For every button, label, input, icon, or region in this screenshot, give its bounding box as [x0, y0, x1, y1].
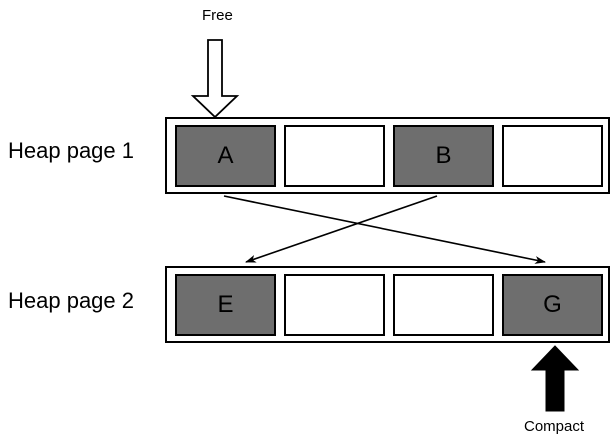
compact-arrow-label: Compact: [524, 418, 585, 435]
connector-a-to-g: [223, 195, 546, 264]
row-label-heap-page-2: Heap page 2: [8, 288, 134, 313]
compact-arrow-icon: [530, 345, 580, 412]
heap-page-2-slot-3[interactable]: [393, 274, 494, 336]
heap-page-1-slot-2[interactable]: [284, 125, 385, 187]
heap-page-1-slot-3[interactable]: B: [393, 125, 494, 187]
heap-page-1-container: A B: [165, 117, 610, 194]
heap-page-2-slot-2[interactable]: [284, 274, 385, 336]
heap-page-2-container: E G: [165, 266, 610, 343]
heap-page-2-slot-4[interactable]: G: [502, 274, 603, 336]
heap-page-1-slot-4[interactable]: [502, 125, 603, 187]
free-arrow-label: Free: [202, 7, 233, 24]
heap-page-2-slot-1[interactable]: E: [175, 274, 276, 336]
connector-b-to-e: [245, 195, 438, 263]
row-label-heap-page-1: Heap page 1: [8, 138, 134, 163]
free-arrow-icon: [190, 39, 240, 119]
heap-page-1-slot-1[interactable]: A: [175, 125, 276, 187]
